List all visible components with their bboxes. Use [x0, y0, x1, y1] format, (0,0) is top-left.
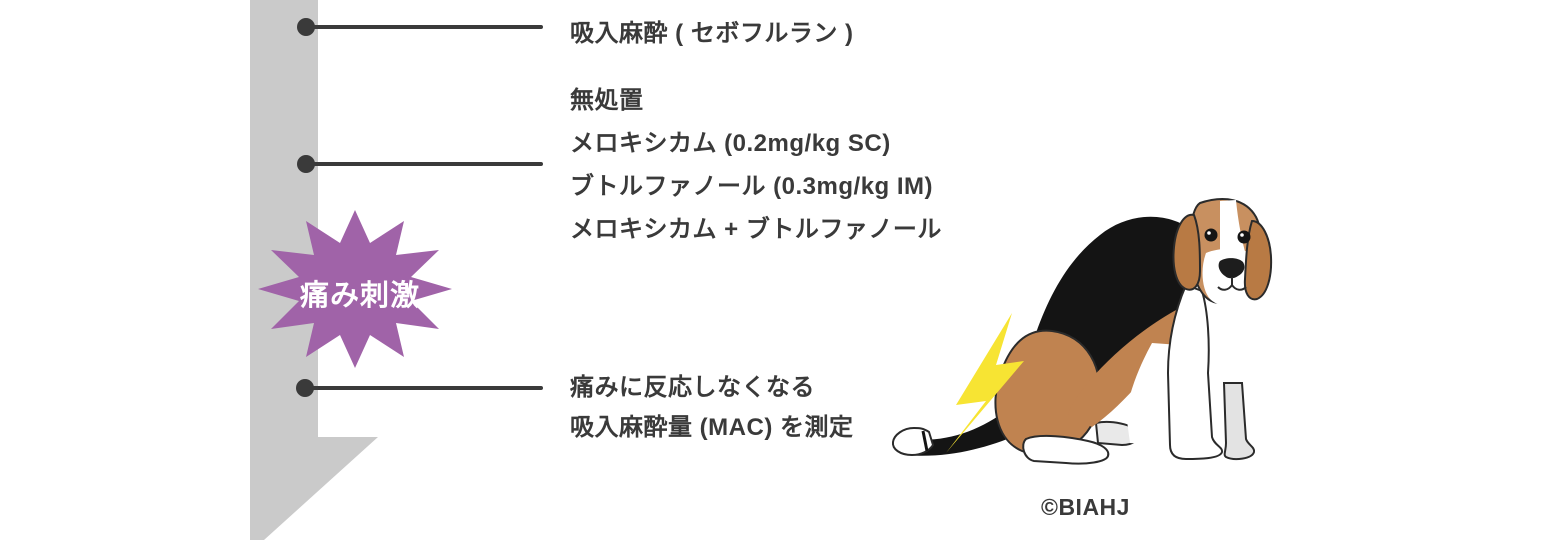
dog-far-front-leg [1222, 382, 1256, 461]
dog-nose [1218, 258, 1245, 279]
lightning-bolt-icon [946, 313, 1024, 453]
dog-mouth [1217, 277, 1247, 291]
dog-blaze [1220, 200, 1246, 259]
dog-shoulder-band [1068, 309, 1184, 427]
treatment-option: メロキシカム (0.2mg/kg SC) [570, 130, 891, 157]
dog-hind-paw [1022, 434, 1110, 465]
treatment-option: メロキシカム + ブトルファノール [570, 216, 942, 243]
outcome-line: 吸入麻酔量 (MAC) を測定 [570, 414, 854, 441]
dog-left-eye [1204, 228, 1218, 242]
outcome-line: 痛みに反応しなくなる [570, 374, 815, 401]
dog-right-ear [1243, 219, 1273, 301]
treatment-option: 無処置 [570, 87, 644, 114]
dog-chest-front-leg [1166, 283, 1224, 461]
connector-line [306, 162, 543, 166]
treatment-option: ブトルファノール (0.3mg/kg IM) [570, 173, 934, 200]
step3-outcome-list: 痛みに反応しなくなる 吸入麻酔量 (MAC) を測定 [570, 368, 853, 448]
dog-belly [1126, 343, 1180, 445]
copyright-credit: ©BIAHJ [1041, 494, 1130, 520]
dog-right-eye [1237, 230, 1251, 244]
pain-stimulus-starburst [258, 210, 452, 368]
step1-label: 吸入麻酔 ( セボフルラン ) [570, 20, 854, 47]
step2-treatment-list: 無処置 メロキシカム (0.2mg/kg SC) ブトルファノール (0.3mg… [570, 79, 942, 251]
beagle-dog-illustration [891, 198, 1273, 465]
pain-stimulus-label: 痛み刺激 [300, 280, 421, 312]
connector-line [305, 386, 543, 390]
dog-left-ear [1172, 213, 1202, 291]
connector-line [306, 25, 543, 29]
